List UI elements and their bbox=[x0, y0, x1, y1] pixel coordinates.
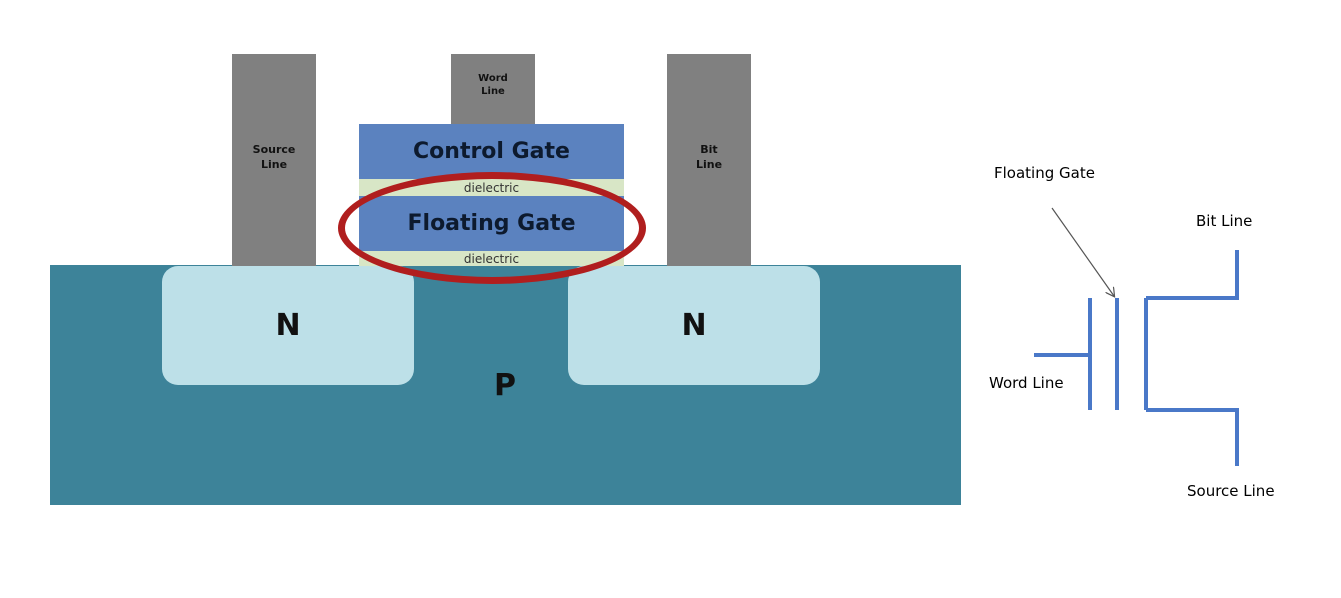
schematic-source-line-label: Source Line bbox=[1187, 482, 1275, 500]
n-region-left: N bbox=[162, 266, 414, 385]
n-region-right: N bbox=[568, 266, 820, 385]
bit-line-contact: Bit Line bbox=[667, 54, 751, 266]
floating-gate-pointer-arrow bbox=[1051, 207, 1114, 296]
source-to-source-line-wire bbox=[1146, 408, 1239, 466]
schematic-floating-gate-label: Floating Gate bbox=[994, 164, 1095, 182]
word-line-contact: Word Line bbox=[451, 54, 535, 124]
n-right-label: N bbox=[681, 308, 707, 343]
schematic-word-line-label: Word Line bbox=[989, 374, 1064, 392]
floating-gate-highlight-ring bbox=[338, 172, 646, 284]
source-line-contact-label: Source Line bbox=[252, 143, 296, 172]
n-left-label: N bbox=[275, 308, 301, 343]
schematic-bit-line-label: Bit Line bbox=[1196, 212, 1252, 230]
control-gate: Control Gate bbox=[359, 124, 624, 179]
source-line-contact: Source Line bbox=[232, 54, 316, 266]
control-gate-label: Control Gate bbox=[413, 139, 570, 164]
drain-to-bit-line-wire bbox=[1146, 250, 1239, 300]
p-label: P bbox=[494, 367, 516, 403]
transistor-schematic: Floating Gate Bit Line Word Line Source … bbox=[989, 164, 1275, 500]
bit-line-contact-label: Bit Line bbox=[695, 143, 723, 172]
word-line-contact-label: Word Line bbox=[478, 73, 508, 97]
